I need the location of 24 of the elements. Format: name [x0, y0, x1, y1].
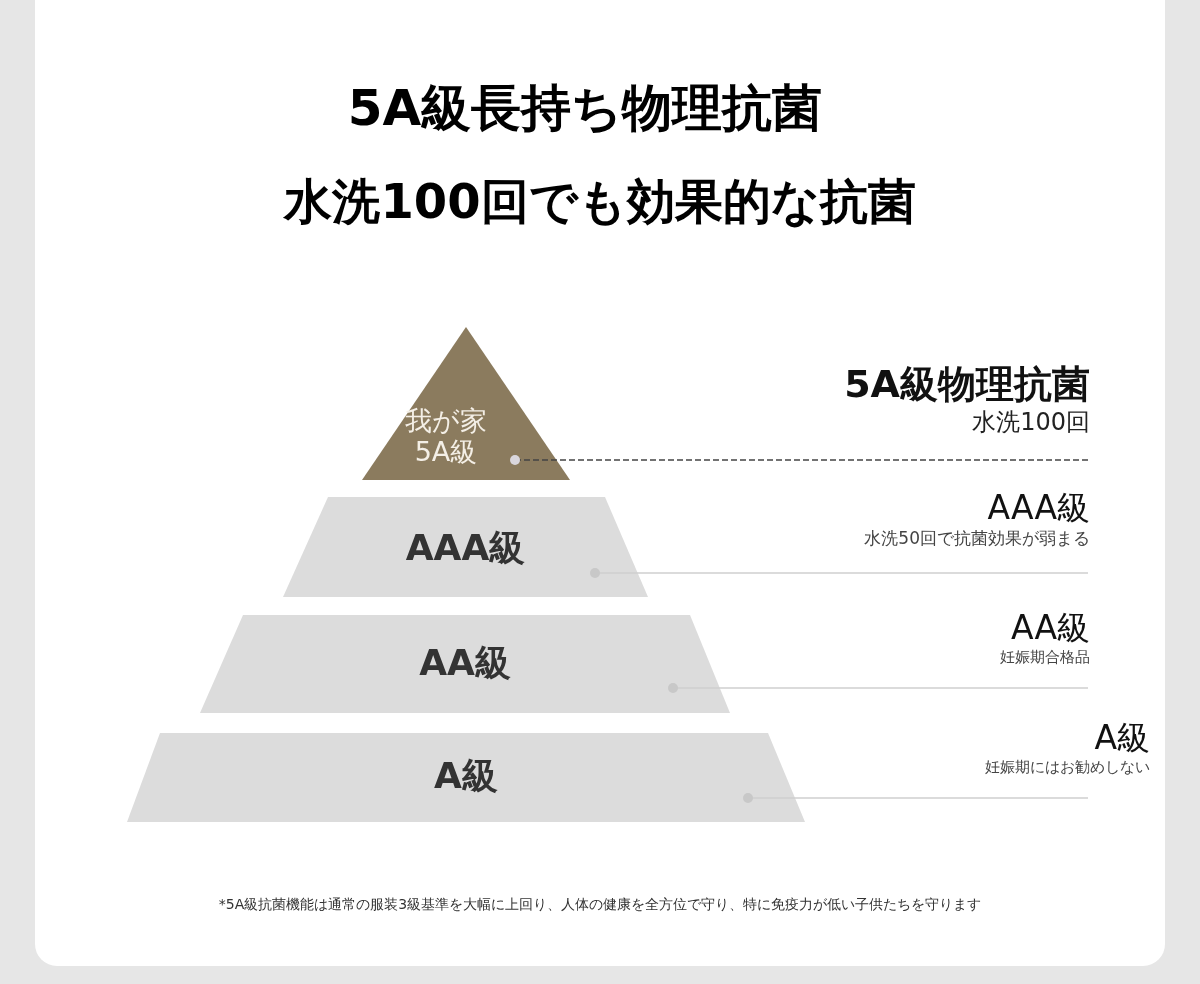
tier-label: A級 [433, 755, 499, 797]
tier-label: AAA級 [404, 527, 527, 569]
leader-line [743, 793, 1089, 803]
pyramid-top-triangle [362, 327, 570, 480]
footnote: *5A級抗菌機能は通常の服装3級基準を大幅に上回り、人体の健康を全方位で守り、特に免疫力が低い子供たちを守ります [217, 896, 983, 914]
title: 5A級長持ち物理抗菌 [346, 78, 824, 139]
tier-label: AA級 [418, 642, 512, 684]
pyramid-tier [200, 615, 730, 713]
leader-line [510, 455, 1089, 465]
pyramid-tier [283, 497, 648, 597]
level-name: AA級 [1009, 608, 1090, 648]
pyramid-tier [127, 733, 805, 822]
level-note: 妊娠期にはお勧めしない [984, 757, 1150, 776]
subtitle: 水洗100回でも効果的な抗菌 [282, 172, 917, 231]
level-name: 5A級物理抗菌 [843, 362, 1090, 408]
level-note: 妊娠期合格品 [999, 647, 1090, 666]
tier-label: 我が家 [404, 405, 488, 437]
level-name: A級 [1093, 718, 1150, 758]
tier-label: 5A級 [413, 436, 479, 468]
level-name: AAA級 [986, 488, 1090, 528]
leader-line [668, 683, 1089, 693]
level-note: 水洗50回で抗菌効果が弱まる [863, 527, 1090, 548]
leader-line [590, 568, 1089, 578]
level-note: 水洗100回 [971, 407, 1090, 437]
